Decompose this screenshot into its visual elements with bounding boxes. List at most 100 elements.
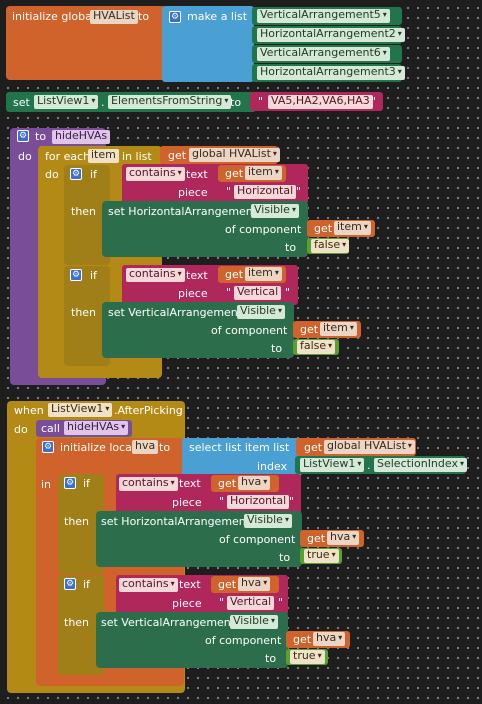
contains-dropdown[interactable]: contains▾ bbox=[126, 268, 185, 282]
chevron-down-icon: ▾ bbox=[407, 441, 412, 450]
chevron-down-icon: ▾ bbox=[382, 48, 387, 57]
chevron-down-icon: ▾ bbox=[105, 404, 110, 413]
property-dropdown[interactable]: ElementsFromString▾ bbox=[108, 95, 232, 109]
contains-dropdown[interactable]: contains▾ bbox=[119, 477, 178, 491]
component-dropdown-1[interactable]: VerticalArrangement5▾ bbox=[257, 9, 390, 23]
index-component-dropdown[interactable]: ListView1▾ bbox=[300, 458, 365, 472]
boolean-dropdown[interactable]: false▾ bbox=[297, 340, 336, 354]
gear-icon[interactable]: ⚙ bbox=[70, 168, 82, 180]
piece-value-field[interactable]: Vertical bbox=[234, 286, 282, 300]
if-label: if bbox=[83, 477, 90, 490]
component-dropdown-2[interactable]: HorizontalArrangement2▾ bbox=[257, 28, 405, 42]
to-label: to bbox=[138, 10, 150, 23]
set-label: set bbox=[13, 96, 30, 109]
boolean-dropdown[interactable]: false▾ bbox=[311, 239, 350, 253]
component-dropdown-3[interactable]: VerticalArrangement6▾ bbox=[257, 47, 390, 61]
global-var-dropdown[interactable]: global HVAList▾ bbox=[189, 148, 280, 162]
index-property-dropdown[interactable]: SelectionIndex▾ bbox=[374, 458, 467, 472]
boolean-dropdown[interactable]: true▾ bbox=[290, 650, 325, 664]
var-dropdown[interactable]: hva▾ bbox=[238, 577, 271, 591]
chevron-down-icon: ▾ bbox=[338, 633, 343, 642]
text-label: text bbox=[179, 578, 201, 591]
piece-value-field[interactable]: Horizontal bbox=[227, 495, 290, 509]
set-component-label: set HorizontalArrangement. bbox=[108, 205, 261, 218]
do-label: do bbox=[14, 423, 28, 436]
chevron-down-icon: ▾ bbox=[170, 579, 175, 588]
event-component-dropdown[interactable]: ListView1▾ bbox=[48, 403, 113, 417]
gear-icon[interactable]: ⚙ bbox=[169, 11, 181, 23]
boolean-dropdown[interactable]: true▾ bbox=[304, 549, 339, 563]
select-list-item-block[interactable] bbox=[182, 438, 302, 476]
text-label: text bbox=[179, 477, 201, 490]
set-component-label: set VerticalArrangement. bbox=[101, 616, 239, 629]
local-var-name-field[interactable]: hva bbox=[132, 440, 159, 454]
property-dropdown[interactable]: Visible▾ bbox=[244, 514, 292, 528]
property-dropdown[interactable]: Visible▾ bbox=[230, 615, 278, 629]
var-dropdown[interactable]: item▾ bbox=[245, 267, 282, 281]
to-label: to bbox=[230, 96, 242, 109]
quote-icon: " bbox=[296, 185, 302, 198]
var-dropdown[interactable]: item▾ bbox=[334, 221, 371, 235]
piece-label: piece bbox=[172, 496, 202, 509]
then-label: then bbox=[64, 515, 90, 528]
gear-icon[interactable]: ⚙ bbox=[42, 441, 54, 453]
var-dropdown[interactable]: hva▾ bbox=[327, 531, 360, 545]
component-dropdown-4[interactable]: HorizontalArrangement3▾ bbox=[257, 66, 405, 80]
gear-icon[interactable]: ⚙ bbox=[64, 477, 76, 489]
quote-icon: " bbox=[289, 495, 295, 508]
global-var-dropdown[interactable]: global HVAList▾ bbox=[324, 440, 415, 454]
chevron-down-icon: ▾ bbox=[177, 269, 182, 278]
gear-icon[interactable]: ⚙ bbox=[17, 130, 29, 142]
chevron-down-icon: ▾ bbox=[177, 168, 182, 177]
chevron-down-icon: ▾ bbox=[342, 240, 347, 249]
quote-icon: " bbox=[278, 596, 284, 609]
var-dropdown[interactable]: item▾ bbox=[245, 166, 282, 180]
get-label: get bbox=[300, 323, 319, 336]
set-component-label: set HorizontalArrangement. bbox=[101, 515, 254, 528]
chevron-down-icon: ▾ bbox=[357, 459, 362, 468]
chevron-down-icon: ▾ bbox=[349, 323, 354, 332]
when-label: when bbox=[14, 404, 44, 417]
property-dropdown[interactable]: Visible▾ bbox=[237, 305, 285, 319]
get-label: get bbox=[168, 149, 187, 162]
loop-var-field[interactable]: item bbox=[88, 149, 119, 163]
chevron-down-icon: ▾ bbox=[459, 459, 464, 468]
in-list-label: in list bbox=[122, 150, 152, 163]
chevron-down-icon: ▾ bbox=[331, 550, 336, 559]
var-dropdown[interactable]: hva▾ bbox=[238, 476, 271, 490]
chevron-down-icon: ▾ bbox=[170, 478, 175, 487]
string-value-field[interactable]: VA5,HA2,VA6,HA3 bbox=[268, 95, 373, 109]
index-label: index bbox=[257, 460, 288, 473]
of-component-label: of component bbox=[205, 634, 282, 647]
quote-icon: " bbox=[258, 95, 264, 108]
var-dropdown[interactable]: hva▾ bbox=[313, 632, 346, 646]
procedure-name-field[interactable]: hideHVAs bbox=[52, 130, 111, 144]
gear-icon[interactable]: ⚙ bbox=[70, 269, 82, 281]
if-label: if bbox=[83, 578, 90, 591]
initialize-local-label: initialize local bbox=[60, 441, 135, 454]
chevron-down-icon: ▾ bbox=[274, 268, 279, 277]
global-var-name-field[interactable]: HVAList bbox=[90, 10, 138, 24]
var-dropdown[interactable]: item▾ bbox=[320, 322, 357, 336]
event-name-label: .AfterPicking bbox=[114, 404, 183, 417]
listview-dropdown[interactable]: ListView1▾ bbox=[34, 95, 99, 109]
of-component-label: of component bbox=[211, 324, 288, 337]
get-label: get bbox=[304, 441, 323, 454]
chevron-down-icon: ▾ bbox=[274, 167, 279, 176]
make-a-list-label: make a list bbox=[187, 10, 248, 23]
call-procedure-dropdown[interactable]: hideHVAs▾ bbox=[64, 421, 129, 435]
gear-icon[interactable]: ⚙ bbox=[64, 578, 76, 590]
then-label: then bbox=[64, 616, 90, 629]
to-label: to bbox=[159, 441, 171, 454]
contains-dropdown[interactable]: contains▾ bbox=[119, 578, 178, 592]
chevron-down-icon: ▾ bbox=[352, 532, 357, 541]
property-dropdown[interactable]: Visible▾ bbox=[251, 204, 299, 218]
initialize-global-block[interactable] bbox=[6, 6, 166, 80]
piece-value-field[interactable]: Vertical bbox=[227, 596, 275, 610]
dot-label: . bbox=[367, 459, 371, 472]
piece-value-field[interactable]: Horizontal bbox=[234, 185, 297, 199]
contains-dropdown[interactable]: contains▾ bbox=[126, 167, 185, 181]
quote-icon: " bbox=[285, 286, 291, 299]
chevron-down-icon: ▾ bbox=[121, 422, 126, 431]
chevron-down-icon: ▾ bbox=[272, 149, 277, 158]
